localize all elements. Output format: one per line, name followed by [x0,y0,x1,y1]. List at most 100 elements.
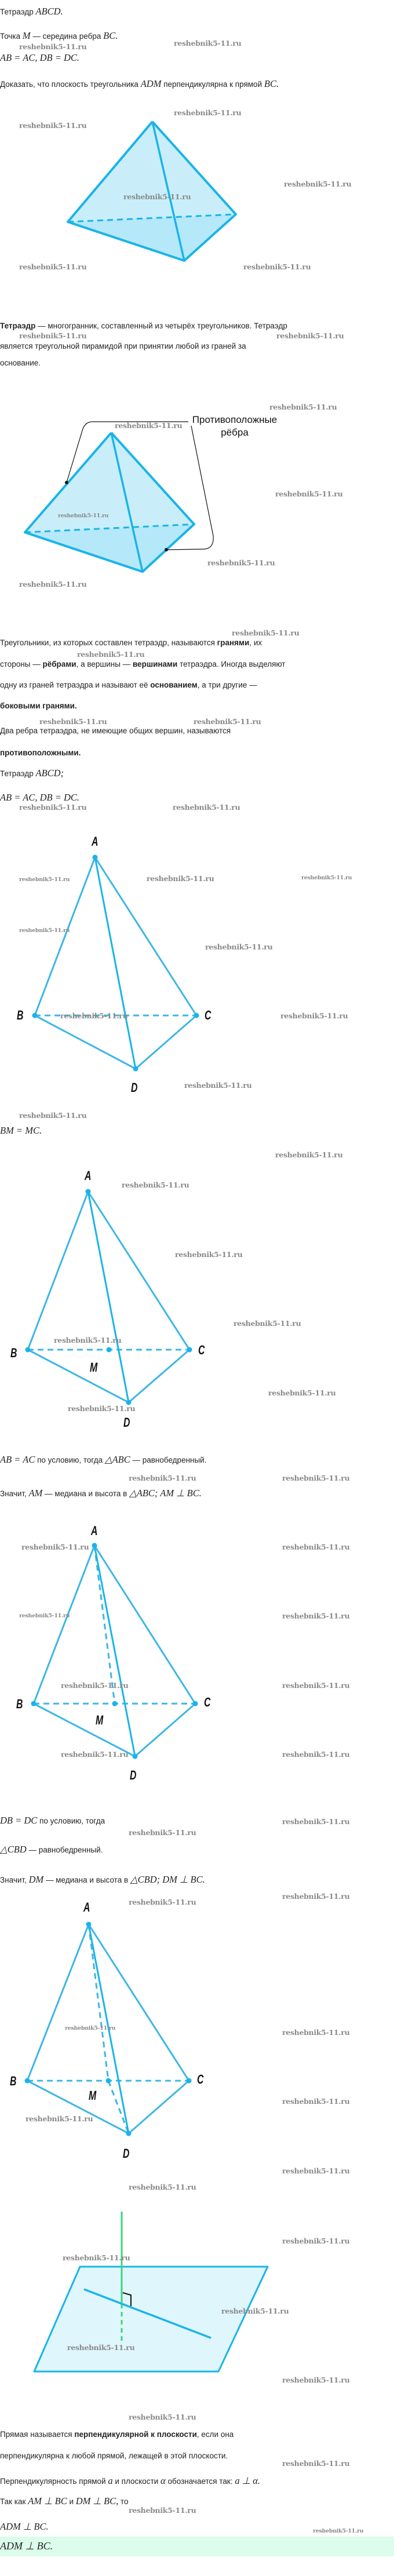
definition-line-2: является треугольной пирамидой при приня… [0,342,246,350]
watermark: reshebnik5-11.ru [122,1181,189,1189]
watermark: reshebnik5-11.ru [184,1081,252,1090]
bm-equals-mc: BM = MC. [0,1125,42,1136]
point-label-m: M [96,1713,104,1727]
watermark: reshebnik5-11.ru [67,2343,135,2352]
watermark: reshebnik5-11.ru [39,717,107,726]
watermark: reshebnik5-11.ru [129,2506,196,2515]
watermark: reshebnik5-11.ru [280,1011,348,1020]
watermark: reshebnik5-11.ru [234,1319,301,1328]
terms-line-6: противоположными. [0,748,81,757]
watermark: reshebnik5-11.ru [115,421,183,430]
vertex-label-c: C [197,2072,204,2087]
watermark: reshebnik5-11.ru [19,1111,87,1120]
step2-line-2: Значит, AM — медиана и высота в △ABC; AM… [0,1488,202,1499]
step3-line-1: DB = DC по условию, тогда [0,1815,105,1826]
watermark: reshebnik5-11.ru [19,876,70,883]
watermark: reshebnik5-11.ru [129,1474,196,1482]
watermark: reshebnik5-11.ru [232,629,300,637]
watermark: reshebnik5-11.ru [21,1543,89,1551]
terms-line-4: боковыми гранями. [0,701,77,710]
watermark: reshebnik5-11.ru [65,2025,116,2031]
watermark: reshebnik5-11.ru [275,489,343,498]
vertex-label-c: C [198,1343,205,1357]
tetrahedron-figure-5 [31,1543,198,1759]
watermark: reshebnik5-11.ru [282,2459,350,2468]
watermark: reshebnik5-11.ru [19,121,87,130]
line-plane-perpendicular-figure [33,2212,269,2373]
conclusion-line: ADM ⊥ BC. [0,2521,49,2532]
vertex-label-b: B [10,2074,17,2088]
watermark: reshebnik5-11.ru [60,1011,128,1020]
watermark: reshebnik5-11.ru [129,2183,196,2191]
watermark: reshebnik5-11.ru [61,1681,129,1690]
watermark: reshebnik5-11.ru [282,1892,350,1901]
tetrahedron-figure-1 [67,120,237,262]
watermark: reshebnik5-11.ru [68,1404,136,1413]
watermark: reshebnik5-11.ru [123,192,191,201]
definition-line-1: Тетраэдр — многогранник, составленный из… [0,321,287,330]
callout-line-left [66,421,188,483]
watermark: reshebnik5-11.ru [205,942,273,951]
watermark: reshebnik5-11.ru [268,1389,336,1397]
problem-line-2: Точка M — середина ребра BC. [0,30,118,41]
terms-line-2: стороны — рёбрами, а вершины — вершинами… [0,660,286,668]
watermark: reshebnik5-11.ru [282,2097,350,2106]
watermark: reshebnik5-11.ru [313,2528,364,2534]
watermark: reshebnik5-11.ru [282,2028,350,2037]
watermark: reshebnik5-11.ru [19,1613,70,1619]
watermark: reshebnik5-11.ru [275,1150,343,1159]
watermark: reshebnik5-11.ru [54,1336,122,1344]
step3-line-2: △CBD — равнобедренный. [0,1844,103,1855]
definition-line-3: основание. [0,359,41,367]
watermark: reshebnik5-11.ru [284,180,352,188]
watermark: reshebnik5-11.ru [19,927,70,934]
tetrahedron-figure-4 [25,1189,192,1405]
hidden-edge [67,213,236,223]
theory-line-2: перпендикулярна к любой прямой, лежащей … [0,2451,228,2460]
watermark: reshebnik5-11.ru [129,1828,196,1837]
theory-line-1: Прямая называется перпендикулярной к пло… [0,2430,234,2439]
terms-line-1: Треугольники, из которых составлен тетра… [0,638,262,647]
watermark: reshebnik5-11.ru [282,1681,350,1690]
watermark: reshebnik5-11.ru [19,331,87,340]
right-angle-mark [122,2292,132,2306]
tetrahedron-figure-6 [24,1921,192,2136]
problem-task: Доказать, что плоскость треугольника ADM… [0,78,279,89]
watermark: reshebnik5-11.ru [61,1750,129,1759]
tetrahedron-figure-2 [24,421,214,573]
watermark: reshebnik5-11.ru [282,1817,350,1826]
tetrahedron-figure-3 [32,854,199,1072]
theory-line-4: Так как AM ⊥ BC и DM ⊥ BC, то [0,2495,129,2506]
vertex-label-b: B [16,1697,23,1711]
watermark: reshebnik5-11.ru [19,580,87,589]
watermark: reshebnik5-11.ru [194,717,261,726]
watermark: reshebnik5-11.ru [173,803,240,812]
watermark: reshebnik5-11.ru [175,1250,243,1259]
terms-line-5: Два ребра тетраэдра, не имеющие общих ве… [0,726,231,735]
watermark: reshebnik5-11.ru [301,875,352,881]
vertex-label-a: A [92,834,99,849]
problem-line-3: AB = AC, DB = DC. [0,52,80,63]
watermark: reshebnik5-11.ru [58,513,109,519]
watermark: reshebnik5-11.ru [19,262,87,271]
watermark: reshebnik5-11.ru [207,558,275,567]
watermark: reshebnik5-11.ru [282,1543,350,1551]
watermark: reshebnik5-11.ru [243,262,311,271]
watermark: reshebnik5-11.ru [221,2307,289,2315]
watermark: reshebnik5-11.ru [19,803,87,812]
answer-box [0,2537,394,2556]
vertex-label-d: D [130,1768,137,1782]
given-line-2: AB = AC, DB = DC. [0,792,80,803]
watermark: reshebnik5-11.ru [282,1474,350,1482]
vertex-label-c: C [204,1695,211,1709]
step2-line-1: AB = AC по условию, тогда △ABC — равнобе… [0,1454,207,1465]
vertex-label-a: A [91,1523,98,1538]
watermark: reshebnik5-11.ru [63,2253,130,2262]
line-in-plane [83,2288,211,2339]
callout-line-right [166,425,214,550]
watermark: reshebnik5-11.ru [19,42,87,51]
problem-line-1: Тетраэдр ABCD. [0,6,63,17]
watermark: reshebnik5-11.ru [174,39,242,47]
plane [33,2266,269,2373]
